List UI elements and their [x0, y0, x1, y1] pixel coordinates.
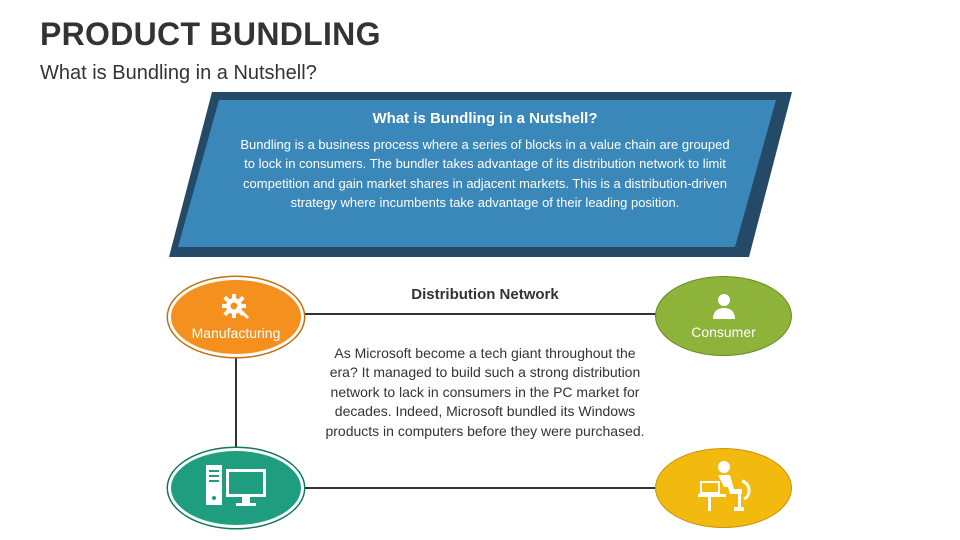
connector-bottom [300, 487, 662, 489]
distribution-body: As Microsoft become a tech giant through… [325, 345, 645, 439]
desktop-computer-icon [206, 465, 266, 506]
gear-wrench-icon [222, 294, 249, 319]
banner-text: What is Bundling in a Nutshell? Bundling… [240, 110, 730, 213]
manufacturing-label: Manufacturing [191, 325, 281, 341]
slide-title: PRODUCT BUNDLING [40, 16, 381, 52]
node-computer [168, 448, 304, 528]
consumer-label: Consumer [691, 324, 756, 340]
banner-shape [169, 92, 792, 257]
banner-heading: What is Bundling in a Nutshell? [372, 110, 598, 127]
distribution-title: Distribution Network [411, 286, 559, 303]
node-manufacturing: Manufacturing [168, 277, 304, 357]
banner-body: Bundling is a business process where a s… [240, 137, 730, 211]
connector-left [235, 352, 237, 450]
node-user [655, 448, 792, 528]
banner-fill [178, 100, 776, 247]
slide-subtitle: What is Bundling in a Nutshell? [40, 62, 317, 84]
person-icon [712, 294, 735, 319]
node-consumer: Consumer [655, 276, 792, 356]
connector-top [300, 313, 662, 315]
person-at-computer-icon [697, 461, 750, 511]
